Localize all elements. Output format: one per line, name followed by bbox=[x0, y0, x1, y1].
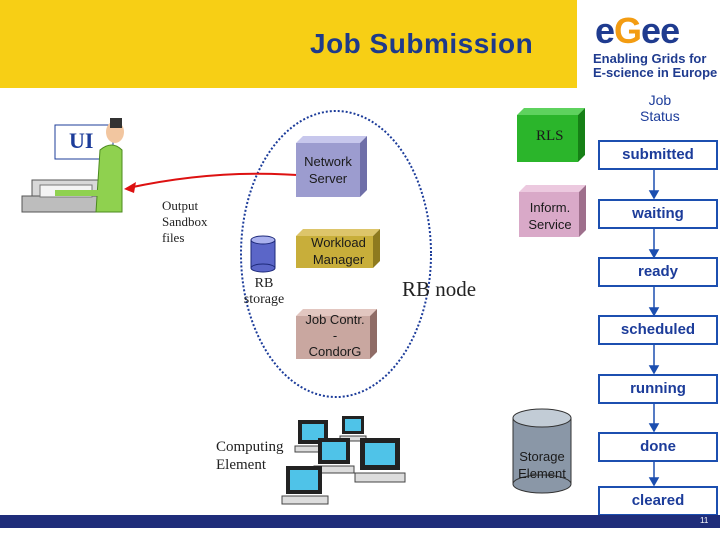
footer-bar bbox=[0, 515, 720, 528]
logo-letter-e: e bbox=[595, 10, 615, 51]
status-done: done bbox=[598, 432, 718, 462]
computer-icon-5 bbox=[281, 466, 329, 505]
output-arrow-head bbox=[124, 182, 136, 193]
job-contr-line-2: - bbox=[332, 328, 338, 343]
inform-service-line-2: Service bbox=[528, 217, 572, 232]
logo-area bbox=[577, 0, 720, 88]
footer-strip bbox=[0, 528, 720, 540]
status-scheduled: scheduled bbox=[598, 315, 718, 345]
network-server-box bbox=[296, 136, 367, 197]
job-status-heading-line-2: Status bbox=[640, 108, 680, 124]
workload-manager-line-1: Workload bbox=[311, 235, 366, 250]
computer-icon-4 bbox=[354, 438, 406, 483]
job-contr-line-3: CondorG bbox=[308, 344, 362, 359]
workload-manager-box bbox=[296, 229, 380, 268]
status-arrows bbox=[648, 167, 660, 487]
rb-storage-line-2: storage bbox=[243, 292, 285, 307]
storage-element-line-1: Storage bbox=[519, 449, 565, 464]
output-sandbox-line-3: files bbox=[162, 230, 185, 245]
tagline-line-2: E-science in Europe bbox=[593, 65, 718, 80]
rb-node-label: RB node bbox=[402, 277, 477, 301]
status-ready: ready bbox=[598, 257, 718, 287]
output-sandbox-line-2: Sandbox bbox=[162, 214, 208, 229]
storage-element-cylinder bbox=[512, 408, 572, 494]
inform-service-line-1: Inform. bbox=[529, 200, 571, 215]
computing-element-label: Computing Element bbox=[216, 438, 284, 474]
rb-storage-label: RB storage bbox=[240, 276, 288, 308]
ui-user-icon bbox=[21, 118, 124, 213]
network-server-line-2: Server bbox=[308, 171, 348, 186]
egee-logo: eGee bbox=[595, 10, 680, 52]
status-waiting: waiting bbox=[598, 199, 718, 229]
rls-box bbox=[517, 108, 585, 162]
ui-label: UI bbox=[69, 128, 94, 153]
computing-element-line-2: Element bbox=[216, 457, 266, 473]
job-contr-line-1: Job Contr. bbox=[305, 312, 365, 327]
rb-storage-cylinder bbox=[250, 235, 276, 273]
rb-node-ellipse bbox=[240, 110, 432, 398]
storage-element-label: Storage Element bbox=[513, 448, 571, 482]
header-bar bbox=[0, 0, 577, 88]
inform-service-label: Inform. Service bbox=[519, 199, 581, 233]
output-sandbox-line-1: Output bbox=[162, 198, 199, 213]
output-arrow bbox=[127, 172, 311, 189]
network-server-line-1: Network bbox=[304, 154, 352, 169]
rb-storage-line-1: RB bbox=[254, 276, 274, 291]
rls-label: RLS bbox=[536, 128, 564, 144]
page-title: Job Submission bbox=[310, 28, 534, 59]
workload-manager-line-2: Manager bbox=[312, 252, 365, 267]
status-cleared: cleared bbox=[598, 486, 718, 516]
logo-letters-ee: ee bbox=[641, 10, 680, 51]
logo-letter-g: G bbox=[614, 10, 642, 51]
workload-manager-label: Workload Manager bbox=[300, 234, 377, 268]
computing-element-line-1: Computing bbox=[216, 439, 284, 455]
computing-element-cluster bbox=[281, 416, 406, 505]
status-submitted: submitted bbox=[598, 140, 718, 170]
job-status-heading-line-1: Job bbox=[648, 92, 672, 108]
logo-tagline: Enabling Grids for E-science in Europe bbox=[593, 52, 717, 80]
job-contr-box bbox=[296, 309, 377, 359]
status-running: running bbox=[598, 374, 718, 404]
computer-icon-3 bbox=[313, 438, 355, 474]
page-number: 11 bbox=[700, 516, 709, 525]
job-contr-label: Job Contr. - CondorG bbox=[298, 312, 372, 360]
job-status-heading: Job Status bbox=[640, 92, 680, 124]
tagline-line-1: Enabling Grids for bbox=[593, 51, 707, 66]
output-sandbox-label: Output Sandbox files bbox=[162, 198, 208, 246]
computer-icon-2 bbox=[339, 416, 367, 442]
network-server-label: Network Server bbox=[296, 153, 360, 187]
inform-service-box bbox=[519, 185, 586, 237]
storage-element-line-2: Element bbox=[518, 466, 566, 481]
